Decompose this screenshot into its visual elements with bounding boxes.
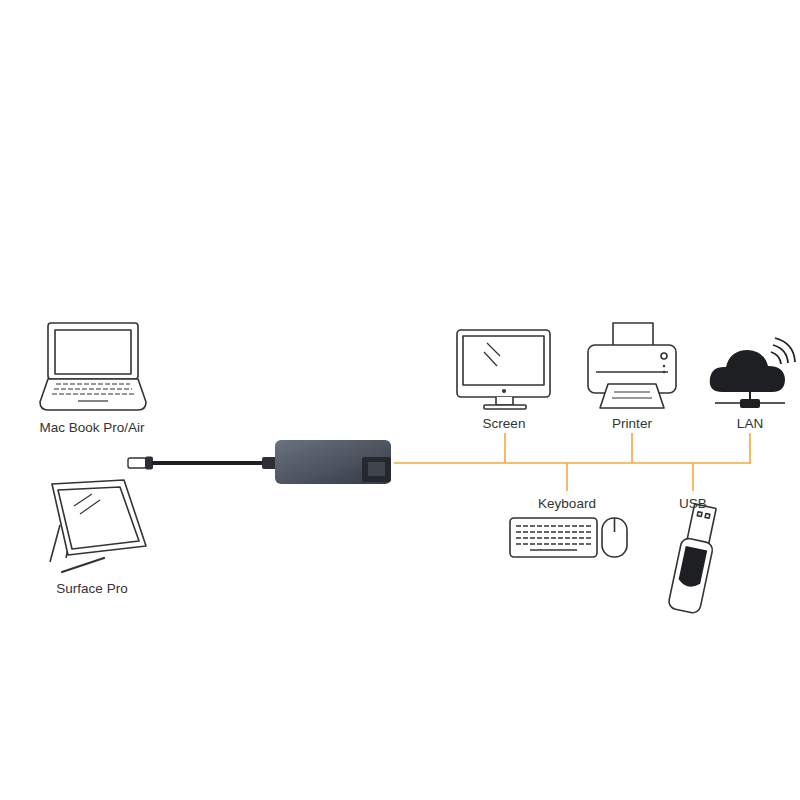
paper-out [600, 384, 664, 408]
device-label: Keyboard [538, 496, 596, 512]
device-label: Screen [483, 416, 526, 432]
device-label: Surface Pro [56, 581, 127, 597]
trackpad [78, 400, 108, 401]
screen-glare [484, 352, 497, 366]
ethernet-socket [368, 462, 385, 476]
stylus [62, 558, 104, 572]
kickstand [50, 525, 60, 562]
ethernet-port [362, 457, 391, 482]
device-label: USB [679, 496, 707, 512]
strain-relief [262, 457, 277, 469]
key-row [54, 388, 132, 389]
usb-body [668, 537, 714, 614]
keyboard-icon [510, 518, 627, 557]
laptop-keys [52, 384, 134, 401]
monitor-stand [496, 397, 513, 405]
hub-body [275, 440, 391, 484]
laptop-screen [55, 330, 131, 374]
printer-button [661, 353, 667, 359]
plug-housing [145, 457, 153, 470]
monitor-icon [457, 330, 550, 409]
usb-pin [705, 513, 710, 518]
printer-icon [588, 323, 676, 408]
tablet-body [52, 480, 146, 555]
screen-glare [74, 494, 92, 506]
space-bar [530, 549, 577, 550]
device-label: Printer [612, 416, 652, 432]
branch-line [692, 463, 694, 491]
monitor-frame [457, 330, 550, 397]
screen-glare [80, 500, 100, 514]
key-row [52, 393, 134, 394]
cable [152, 461, 265, 465]
printer-led [663, 371, 665, 373]
branch-line [566, 463, 568, 491]
print-line [612, 397, 652, 398]
cloud-stem [749, 392, 751, 400]
usb-pin [697, 512, 702, 517]
branch-line [749, 433, 751, 463]
key-row [516, 543, 591, 544]
branch-line [631, 433, 633, 463]
laptop-icon [40, 323, 146, 410]
keyboard-keys [516, 526, 591, 550]
usb-c-hub [128, 440, 391, 484]
keyboard-body [510, 518, 597, 557]
device-label: Mac Book Pro/Air [39, 420, 144, 436]
usb-label-panel [678, 546, 708, 589]
monitor-screen [463, 336, 544, 385]
wifi-arc [775, 338, 795, 362]
tablet-icon [50, 480, 146, 572]
laptop-base [40, 379, 146, 410]
key-row [516, 525, 591, 526]
key-row [516, 537, 591, 538]
tablet-screen [58, 487, 139, 549]
print-line [614, 391, 650, 392]
device-label: LAN [737, 416, 763, 432]
cloud [710, 350, 785, 392]
usb-c-plug [128, 458, 146, 468]
printer-led [663, 365, 665, 367]
branch-line [504, 433, 506, 463]
bus-line [394, 462, 751, 464]
monitor-base [484, 405, 526, 409]
usb-stick-icon [668, 503, 722, 614]
screen-glare [487, 343, 500, 356]
lan-icon [710, 338, 795, 408]
power-dot [502, 389, 506, 393]
mouse-button-split [614, 518, 616, 532]
network-node [740, 399, 760, 408]
key-row [516, 531, 591, 532]
printer-seam [596, 371, 668, 373]
wifi-arc [771, 352, 781, 364]
mouse-body [602, 518, 627, 557]
connection-lines [394, 433, 751, 491]
laptop-lid [48, 323, 138, 379]
wifi-arc [773, 345, 788, 363]
key-row [56, 383, 130, 384]
